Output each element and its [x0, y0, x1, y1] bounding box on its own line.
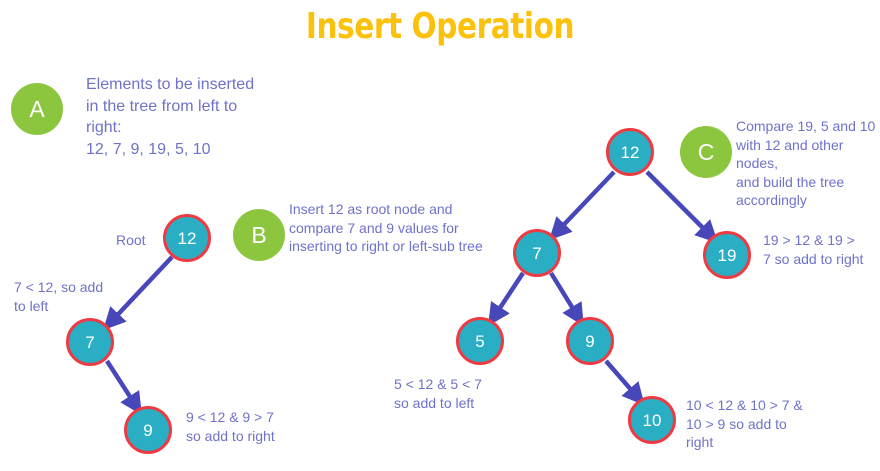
edge-right-9-10	[604, 359, 645, 406]
right-tree-node-9-value: 9	[585, 331, 595, 351]
root-label: Root	[116, 232, 146, 248]
left-tree-node-9-value: 9	[143, 420, 153, 440]
step-badge-a: A	[11, 83, 63, 135]
right-tree-note-19: 19 > 12 & 19 > 7 so add to right	[763, 232, 864, 267]
edge-right-12-19	[645, 170, 719, 244]
right-tree-node-10-value: 10	[642, 410, 662, 430]
left-tree-node-12[interactable]: 12	[163, 214, 211, 262]
right-tree-node-5[interactable]: 5	[456, 317, 504, 365]
edge-right-7-9	[549, 271, 584, 327]
step-badge-a-label: A	[29, 95, 45, 122]
left-tree-node-7[interactable]: 7	[66, 318, 114, 366]
edge-left-7-9	[105, 359, 142, 416]
right-tree-node-10[interactable]: 10	[628, 396, 676, 444]
right-tree-note-5: 5 < 12 & 5 < 7 so add to left	[394, 376, 482, 411]
step-badge-b: B	[233, 209, 285, 261]
right-tree-node-19-value: 19	[717, 245, 737, 265]
right-tree-node-19[interactable]: 19	[703, 231, 751, 279]
page-title: Insert Operation	[305, 6, 575, 47]
right-tree-node-7[interactable]: 7	[513, 229, 561, 277]
right-tree-node-7-value: 7	[532, 243, 542, 263]
step-c-text: Compare 19, 5 and 10 with 12 and other n…	[736, 118, 876, 209]
right-tree-note-10: 10 < 12 & 10 > 7 & 10 > 9 so add to righ…	[686, 397, 803, 451]
step-badge-c-label: C	[697, 138, 715, 165]
edge-right-7-5	[488, 271, 525, 327]
step-b-text: Insert 12 as root node and compare 7 and…	[289, 201, 483, 255]
left-tree-note-9: 9 < 12 & 9 > 7 so add to right	[186, 409, 275, 444]
step-a-text: Elements to be inserted in the tree from…	[86, 76, 255, 158]
left-tree-node-7-value: 7	[85, 332, 95, 352]
right-tree-node-9[interactable]: 9	[566, 317, 614, 365]
step-badge-c: C	[680, 126, 732, 178]
left-tree-node-9[interactable]: 9	[124, 406, 172, 454]
left-tree-note-7: 7 < 12, so add to left	[14, 279, 104, 314]
left-tree-node-12-value: 12	[177, 228, 197, 248]
step-badge-b-label: B	[251, 221, 267, 248]
right-tree-node-12[interactable]: 12	[606, 128, 654, 176]
right-tree-node-12-value: 12	[620, 142, 640, 162]
edge-right-12-7	[549, 170, 616, 241]
right-tree-node-5-value: 5	[475, 331, 485, 351]
